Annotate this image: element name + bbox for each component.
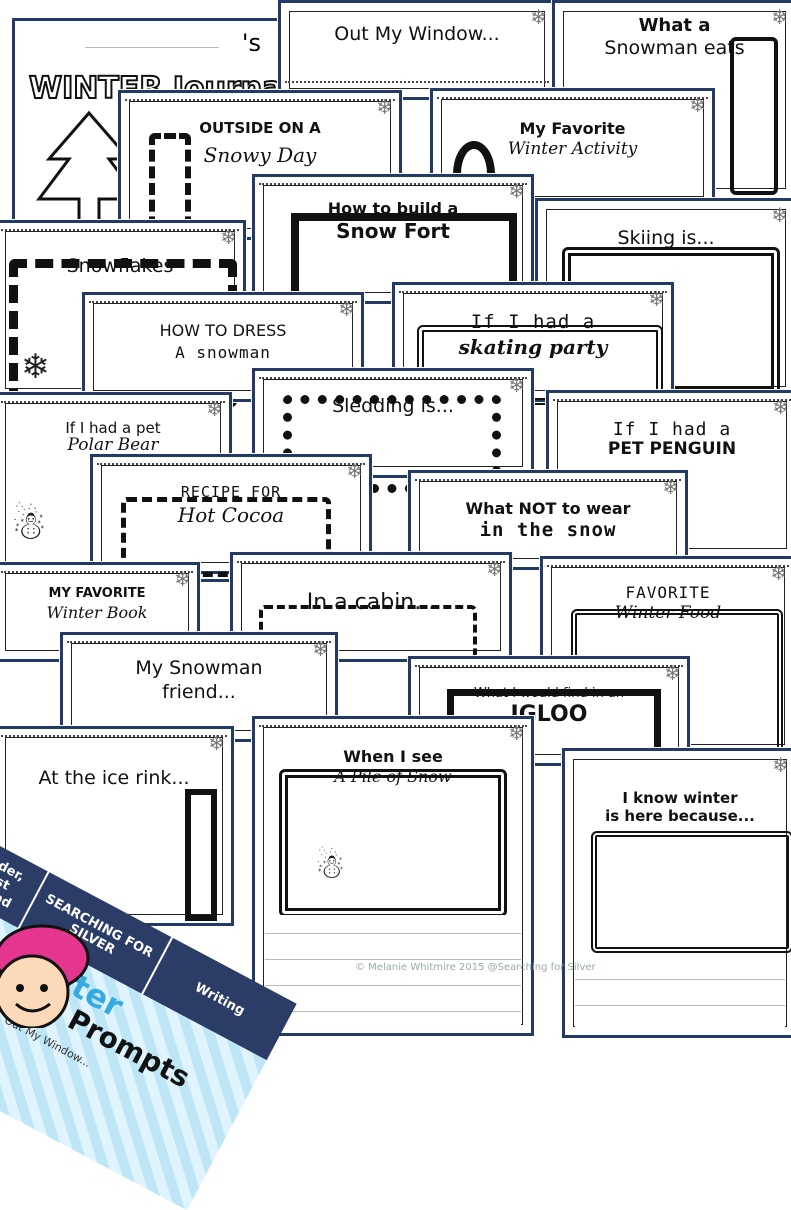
snowflake-icon: ❄ [376,95,393,119]
prompt-title-line2: Winter Activity [507,139,638,159]
snowflake-icon: ❄ [208,731,225,755]
prompt-title-line1: If I had a [612,419,732,440]
prompt-title-line1: HOW TO DRESS [159,321,287,340]
prompt-title-line2: skating party [458,335,608,359]
prompt-title-line2: Snow Fort [336,219,450,243]
prompt-title-line2: PET PENGUIN [607,439,737,459]
prompt-title-line2: in the snow [479,519,617,541]
card-winter-here: ❄ I know winter is here because... [562,748,791,1038]
prompt-title-line1: RECIPE FOR [180,483,282,501]
snowflake-icon: ❄ [771,203,788,227]
snowflake-icon: ❄ [346,459,363,483]
prompt-title-line1: How to build a [327,199,459,218]
decorative-frame [121,497,331,577]
snowflake-icon: ❄ [662,475,679,499]
apostrophe-s: 's [241,29,261,57]
copyright-text: © Melanie Whitmire 2015 @Searching for S… [355,962,596,973]
prompt-title-line2: is here because... [605,807,755,825]
snowflake-icon: ❄ [770,561,787,585]
snowflake-icon: ❄ [174,567,191,591]
name-lines [85,29,219,69]
snowflake-icon: ❄ [508,179,525,203]
prompt-title-line1: I know winter [622,789,738,807]
prompt-title-line1: MY FAVORITE [48,586,146,601]
snowflake-icon: ❄ [530,5,547,29]
snowflake-icon: ❄ [206,397,223,421]
decorative-frame [591,831,791,953]
snowflake-icon: ❄ [772,753,789,777]
prompt-title-line1: My Snowman [135,657,263,679]
card-out-my-window: ❄ Out My Window... [278,0,556,100]
prompt-title-line2: A snowman [175,343,271,362]
snowflake-icon: ❄ [772,395,789,419]
prompt-title-line2: Polar Bear [67,435,159,455]
snowman-icon: ☃ [315,847,346,887]
prompt-title-line1: When I see [343,747,443,766]
snowflake-icon: ❄ [508,373,525,397]
prompt-title-line1: OUTSIDE ON A [199,119,321,137]
prompt-title: Skiing is... [617,227,715,249]
snowflake-icon: ❄ [689,93,706,117]
polar-bear-icon: ☃ [11,503,47,549]
prompt-title-line1: FAVORITE [625,583,711,602]
snowflake-icon: ❄ [21,347,50,387]
writing-lines [575,961,785,1031]
writing-lines [265,915,521,1025]
snowflake-icon: ❄ [312,637,329,661]
prompt-title-line2: Hot Cocoa [177,503,285,527]
decorative-frame [279,769,507,917]
prompt-title-line2: Winter Book [46,603,148,622]
prompt-title-line1: What a [638,15,711,36]
girl-with-hat-icon [0,924,90,1028]
snowflake-icon: ❄ [648,287,665,311]
snowflake-icon: ❄ [508,721,525,745]
prompt-title-line1: What NOT to wear [465,499,631,518]
snowflake-icon: ❄ [664,661,681,685]
prompt-title-line2: friend... [162,681,236,703]
card-dress-snowman: ❄ HOW TO DRESS A snowman [82,292,364,402]
decorative-frame [185,789,217,921]
snowflake-icon: ❄ [220,225,237,249]
snowflake-icon: ❄ [338,297,355,321]
prompt-title-line2: Snowman eats [604,37,745,59]
decorative-frame [730,37,778,195]
prompt-title-line1: If I had a pet [65,419,161,437]
prompt-title: At the ice rink... [38,767,190,789]
snowflake-icon: ❄ [771,5,788,29]
snowflake-icon: ❄ [486,557,503,581]
card-snowman-friend: ❄ My Snowman friend... [60,632,338,742]
prompt-title-line1: My Favorite [519,119,626,138]
prompt-title: Out My Window... [334,23,500,45]
decorative-frame [283,395,501,493]
card-pile-of-snow: ❄ When I see A Pile of Snow ☃ [252,716,534,1036]
decorative-frame [291,213,517,301]
decorative-frame [417,325,663,405]
prompt-title-line2: Snowy Day [203,143,317,167]
